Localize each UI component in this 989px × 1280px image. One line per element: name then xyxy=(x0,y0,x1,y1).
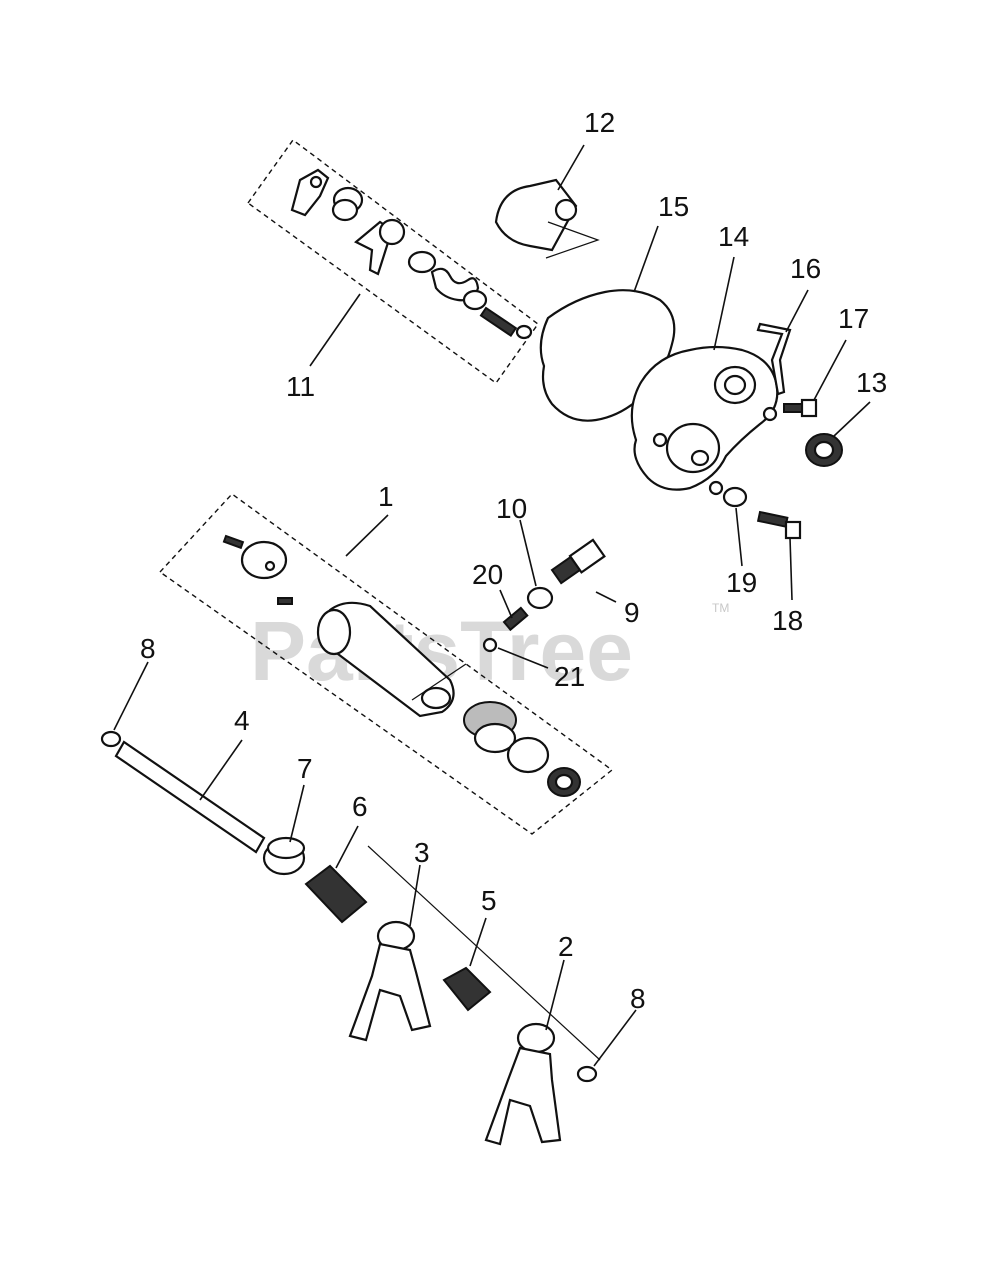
part-21-ball[interactable] xyxy=(482,637,498,653)
part-18-bolt[interactable] xyxy=(756,510,802,540)
part-1-shift-drum-assy[interactable] xyxy=(222,534,581,797)
callout-15: 15 xyxy=(658,191,689,222)
callout-12: 12 xyxy=(584,107,615,138)
part-12-shift-segment[interactable] xyxy=(494,178,600,259)
callout-21: 21 xyxy=(554,661,585,692)
callout-16: 16 xyxy=(790,253,821,284)
callout-3: 3 xyxy=(414,837,430,868)
part-3-shift-fork[interactable] xyxy=(348,920,432,1042)
callout-18: 18 xyxy=(772,605,803,636)
part-11-shift-arm-kit[interactable] xyxy=(290,168,533,340)
part-2-shift-fork[interactable] xyxy=(484,1022,562,1146)
part-14-cover[interactable] xyxy=(630,345,779,496)
part-20-spring[interactable] xyxy=(502,606,529,632)
part-8-circlip-lower[interactable] xyxy=(576,1065,598,1083)
callout-19: 19 xyxy=(726,567,757,598)
part-4-shift-fork-shaft[interactable] xyxy=(114,740,266,854)
part-17-bolt[interactable] xyxy=(783,398,818,418)
group-box-11 xyxy=(247,139,539,384)
callout-5: 5 xyxy=(481,885,497,916)
callout-8-upper: 8 xyxy=(140,633,156,664)
callout-14: 14 xyxy=(718,221,749,252)
callout-13: 13 xyxy=(856,367,887,398)
part-16-spring-clip[interactable] xyxy=(756,322,792,396)
part-13-oil-seal[interactable] xyxy=(805,433,843,467)
callout-7: 7 xyxy=(297,753,313,784)
part-9-bolt[interactable] xyxy=(550,538,606,585)
callout-10: 10 xyxy=(496,493,527,524)
callout-17: 17 xyxy=(838,303,869,334)
watermark-tm: TM xyxy=(712,601,729,615)
callout-11: 11 xyxy=(286,371,315,402)
part-7-collar[interactable] xyxy=(262,836,306,876)
part-19-collar[interactable] xyxy=(722,486,748,508)
part-5-spring[interactable] xyxy=(442,966,492,1012)
part-8-circlip-upper[interactable] xyxy=(100,730,122,748)
callout-9: 9 xyxy=(624,597,640,628)
callout-6: 6 xyxy=(352,791,368,822)
part-10-washer[interactable] xyxy=(526,586,554,610)
callout-2: 2 xyxy=(558,931,574,962)
callout-1: 1 xyxy=(378,481,394,512)
callout-8-lower: 8 xyxy=(630,983,646,1014)
group-box-1 xyxy=(158,493,614,835)
callout-20: 20 xyxy=(472,559,503,590)
callout-4: 4 xyxy=(234,705,250,736)
part-6-spring[interactable] xyxy=(304,864,368,924)
